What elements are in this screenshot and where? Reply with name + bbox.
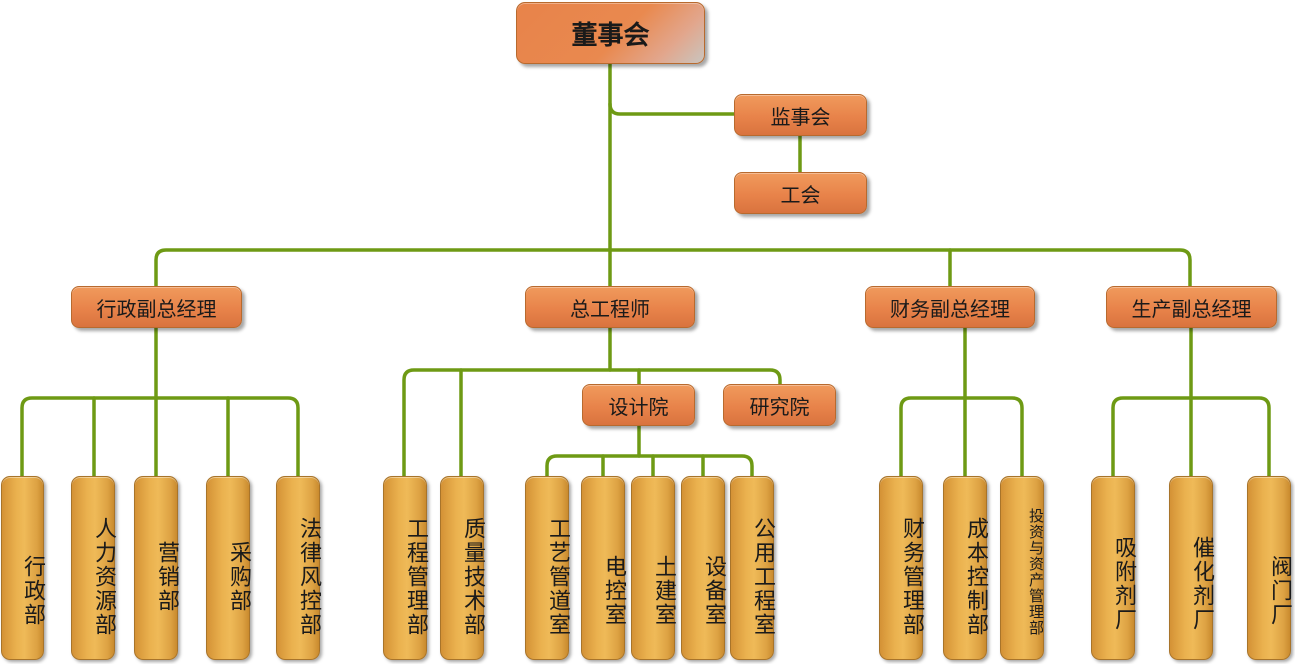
process-pipeline-room-box: 工艺管道室 xyxy=(525,476,570,660)
connector-admin-bus xyxy=(20,396,300,480)
electrical-control-room-label: 电控室 xyxy=(601,555,626,627)
procurement-dept-box: 采购部 xyxy=(206,476,251,660)
adsorbent-plant-label: 吸附剂厂 xyxy=(1111,536,1136,632)
admin-dept-box: 行政部 xyxy=(1,476,45,660)
research-institute-label: 研究院 xyxy=(749,394,810,419)
finance-vp-label: 财务副总经理 xyxy=(890,296,1010,321)
chief-engineer-label: 总工程师 xyxy=(570,296,650,321)
production-vp-label: 生产副总经理 xyxy=(1131,296,1252,321)
board-of-directors-label: 董事会 xyxy=(571,20,650,51)
admin-dept-label: 行政部 xyxy=(20,555,45,627)
project-mgmt-dept-label: 工程管理部 xyxy=(403,517,428,637)
design-institute-box: 设计院 xyxy=(582,384,695,426)
investment-asset-dept-box: 投资与资产管理部 xyxy=(1000,476,1045,660)
chief-engineer-box: 总工程师 xyxy=(525,286,695,328)
cost-control-dept-box: 成本控制部 xyxy=(943,476,988,660)
equipment-room-box: 设备室 xyxy=(681,476,726,660)
procurement-dept-label: 采购部 xyxy=(226,541,251,613)
adsorbent-plant-box: 吸附剂厂 xyxy=(1091,476,1136,660)
connector-manager-bus xyxy=(154,248,1192,288)
connector-production-bus xyxy=(1111,396,1271,480)
union-label: 工会 xyxy=(780,182,821,207)
research-institute-box: 研究院 xyxy=(723,384,836,426)
marketing-dept-box: 营销部 xyxy=(134,476,179,660)
valve-plant-label: 阀门厂 xyxy=(1267,555,1292,627)
production-vp-box: 生产副总经理 xyxy=(1106,286,1277,328)
marketing-dept-label: 营销部 xyxy=(154,541,179,613)
equipment-room-label: 设备室 xyxy=(701,555,726,627)
connector-design-bus xyxy=(545,454,754,480)
union-box: 工会 xyxy=(734,172,867,214)
project-mgmt-dept-box: 工程管理部 xyxy=(383,476,428,660)
supervisory-board-label: 监事会 xyxy=(770,104,831,129)
legal-risk-dept-box: 法律风控部 xyxy=(276,476,321,660)
admin-vp-box: 行政副总经理 xyxy=(71,286,242,328)
quality-tech-dept-box: 质量技术部 xyxy=(440,476,485,660)
hr-dept-box: 人力资源部 xyxy=(71,476,116,660)
cost-control-dept-label: 成本控制部 xyxy=(963,517,988,637)
board-of-directors-box: 董事会 xyxy=(516,2,705,64)
design-institute-label: 设计院 xyxy=(608,394,669,419)
legal-risk-dept-label: 法律风控部 xyxy=(296,517,321,637)
utility-eng-room-box: 公用工程室 xyxy=(730,476,775,660)
utility-eng-room-label: 公用工程室 xyxy=(750,517,775,637)
valve-plant-box: 阀门厂 xyxy=(1247,476,1292,660)
process-pipeline-room-label: 工艺管道室 xyxy=(545,517,570,637)
catalyst-plant-label: 催化剂厂 xyxy=(1189,536,1214,632)
finance-vp-box: 财务副总经理 xyxy=(865,286,1035,328)
connector-board-supervisory xyxy=(608,102,736,116)
civil-room-box: 土建室 xyxy=(631,476,676,660)
civil-room-label: 土建室 xyxy=(651,555,676,627)
admin-vp-label: 行政副总经理 xyxy=(96,296,217,321)
hr-dept-label: 人力资源部 xyxy=(91,517,116,637)
investment-asset-dept-label: 投资与资产管理部 xyxy=(1027,508,1045,636)
electrical-control-room-box: 电控室 xyxy=(581,476,626,660)
catalyst-plant-box: 催化剂厂 xyxy=(1169,476,1214,660)
connector-chief-bus xyxy=(402,368,782,480)
quality-tech-dept-label: 质量技术部 xyxy=(460,517,485,637)
connector-finance-bus xyxy=(899,396,1024,480)
finance-mgmt-dept-box: 财务管理部 xyxy=(879,476,924,660)
finance-mgmt-dept-label: 财务管理部 xyxy=(899,517,924,637)
supervisory-board-box: 监事会 xyxy=(734,94,867,136)
